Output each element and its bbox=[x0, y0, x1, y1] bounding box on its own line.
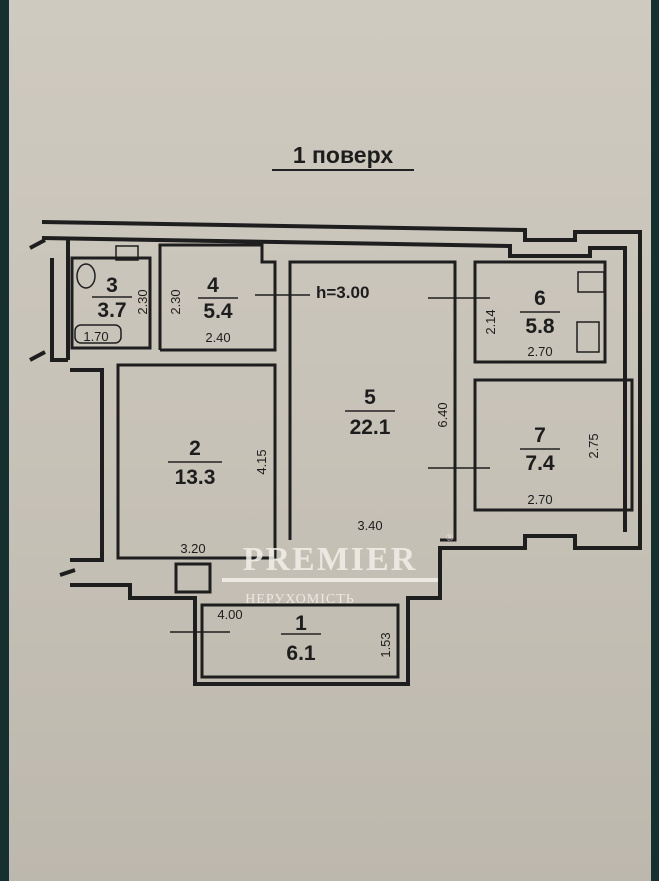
photo-edge-right bbox=[651, 0, 659, 881]
premier-watermark: PREMIER ® НЕРУХОМІСТЬ bbox=[222, 533, 455, 607]
room-4-dim-height: 2.30 bbox=[168, 289, 183, 314]
room-outlines bbox=[70, 243, 634, 679]
room-4-outline bbox=[158, 243, 277, 352]
room-5-dim-height: 6.40 bbox=[435, 402, 450, 427]
room-2-number: 2 bbox=[189, 437, 201, 460]
bathtub-icon bbox=[74, 324, 122, 344]
toilet-icon bbox=[76, 263, 96, 289]
room-5-number: 5 bbox=[364, 386, 376, 409]
room-6-outline bbox=[473, 260, 607, 364]
room-3-number: 3 bbox=[106, 274, 118, 297]
plan-title: 1 поверх bbox=[293, 142, 393, 168]
kitchen-sink-icon bbox=[577, 271, 605, 293]
room-5-dim-width: 3.40 bbox=[357, 518, 382, 533]
room-7-area: 7.4 bbox=[525, 452, 555, 475]
walls bbox=[29, 220, 642, 686]
room-4-area: 5.4 bbox=[203, 300, 233, 323]
room-1-dim-height: 1.53 bbox=[378, 632, 393, 657]
room-6-dim-height: 2.14 bbox=[483, 309, 498, 334]
room-3-dim-bath: 1.70 bbox=[83, 329, 108, 344]
room-3-dim-height: 2.30 bbox=[135, 289, 150, 314]
room-7-dim-height: 2.75 bbox=[586, 433, 601, 458]
room-7-outline bbox=[473, 378, 634, 512]
fixtures bbox=[74, 245, 605, 633]
room-6-number: 6 bbox=[534, 287, 546, 310]
room-3-area: 3.7 bbox=[97, 299, 126, 322]
paper-background bbox=[9, 0, 651, 881]
room-2-dim-width: 3.20 bbox=[180, 541, 205, 556]
room-4-number: 4 bbox=[207, 274, 219, 297]
room-4-dim-width: 2.40 bbox=[205, 330, 230, 345]
room-1-number: 1 bbox=[295, 612, 307, 635]
watermark-sub: НЕРУХОМІСТЬ bbox=[245, 592, 355, 607]
room-3-outline bbox=[70, 256, 152, 350]
room-5-area: 22.1 bbox=[350, 416, 391, 439]
room-5-outline bbox=[288, 260, 457, 542]
room-7-dim-width: 2.70 bbox=[527, 492, 552, 507]
room-1-area: 6.1 bbox=[286, 642, 316, 665]
column bbox=[174, 562, 212, 594]
sink-icon bbox=[115, 245, 139, 261]
room-1-outline bbox=[200, 603, 400, 679]
room-6-area: 5.8 bbox=[525, 315, 555, 338]
room-2-dim-height: 4.15 bbox=[254, 449, 269, 474]
room-6-dim-width: 2.70 bbox=[527, 344, 552, 359]
stove-icon bbox=[576, 321, 600, 353]
watermark-brand: PREMIER bbox=[243, 541, 418, 578]
photo-edge-left bbox=[0, 0, 9, 881]
room-7-number: 7 bbox=[534, 424, 546, 447]
room-2-area: 13.3 bbox=[175, 466, 216, 489]
room-1-dim-width: 4.00 bbox=[217, 607, 242, 622]
room-2-outline bbox=[116, 363, 277, 560]
ceiling-height: h=3.00 bbox=[316, 283, 369, 302]
watermark-registered: ® bbox=[446, 533, 455, 544]
